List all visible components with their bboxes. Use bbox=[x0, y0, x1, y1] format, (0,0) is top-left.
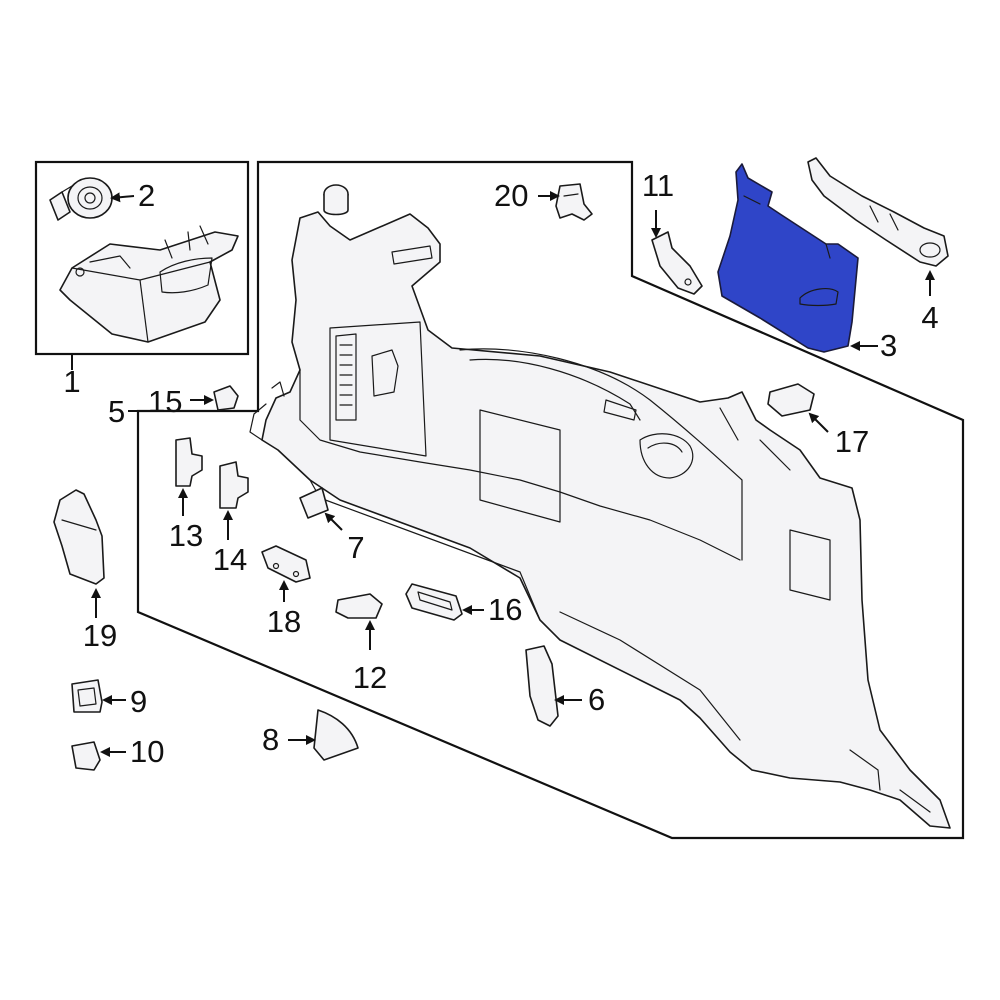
part-8-cover[interactable] bbox=[313, 709, 359, 761]
part-3-highlighted-trim[interactable] bbox=[717, 163, 859, 353]
callout-14[interactable]: 14 bbox=[213, 542, 247, 577]
part-1-assembly[interactable] bbox=[59, 225, 239, 343]
callout-2[interactable]: 2 bbox=[138, 178, 155, 213]
leader-lines bbox=[71, 191, 935, 757]
callout-8[interactable]: 8 bbox=[262, 722, 279, 757]
callout-5[interactable]: 5 bbox=[108, 394, 125, 429]
group-box-1 bbox=[34, 160, 250, 356]
callout-16[interactable]: 16 bbox=[488, 592, 522, 627]
callout-12[interactable]: 12 bbox=[353, 660, 387, 695]
callout-7[interactable]: 7 bbox=[347, 530, 364, 565]
part-15-clip[interactable] bbox=[213, 385, 239, 411]
callout-1[interactable]: 1 bbox=[63, 364, 80, 399]
callout-3[interactable]: 3 bbox=[880, 328, 897, 363]
part-19-cover[interactable] bbox=[53, 489, 105, 585]
part-13-clip[interactable] bbox=[175, 437, 203, 487]
callout-labels: 1 2 3 4 5 6 7 8 9 10 11 12 13 14 15 16 1… bbox=[63, 168, 938, 769]
part-17-clip[interactable] bbox=[767, 383, 815, 417]
callout-4[interactable]: 4 bbox=[921, 300, 938, 335]
part-11-bracket[interactable] bbox=[651, 231, 703, 295]
part-2-speaker[interactable] bbox=[49, 177, 113, 221]
callout-19[interactable]: 19 bbox=[83, 618, 117, 653]
callout-11[interactable]: 11 bbox=[642, 168, 674, 203]
callout-18[interactable]: 18 bbox=[267, 604, 301, 639]
group-box-5 bbox=[136, 160, 965, 840]
part-14-clip[interactable] bbox=[219, 461, 249, 509]
part-10-clip[interactable] bbox=[71, 741, 101, 771]
panel-cap bbox=[323, 184, 349, 216]
part-16-handle[interactable] bbox=[405, 583, 463, 621]
callout-15[interactable]: 15 bbox=[148, 384, 182, 419]
part-12-clip[interactable] bbox=[335, 593, 383, 619]
callout-13[interactable]: 13 bbox=[169, 518, 203, 553]
part-7-clip[interactable] bbox=[299, 487, 329, 519]
callout-6[interactable]: 6 bbox=[588, 682, 605, 717]
callout-10[interactable]: 10 bbox=[130, 734, 164, 769]
part-18-clip[interactable] bbox=[261, 545, 311, 583]
callout-9[interactable]: 9 bbox=[130, 684, 147, 719]
callout-20[interactable]: 20 bbox=[494, 178, 528, 213]
part-6-trim-strip[interactable] bbox=[525, 645, 559, 727]
part-5-quarter-trim-panel[interactable] bbox=[249, 211, 951, 829]
part-4-bracket[interactable] bbox=[807, 157, 949, 267]
callout-17[interactable]: 17 bbox=[835, 424, 869, 459]
part-9-grommet[interactable] bbox=[71, 679, 103, 713]
part-20-clip[interactable] bbox=[555, 183, 593, 221]
